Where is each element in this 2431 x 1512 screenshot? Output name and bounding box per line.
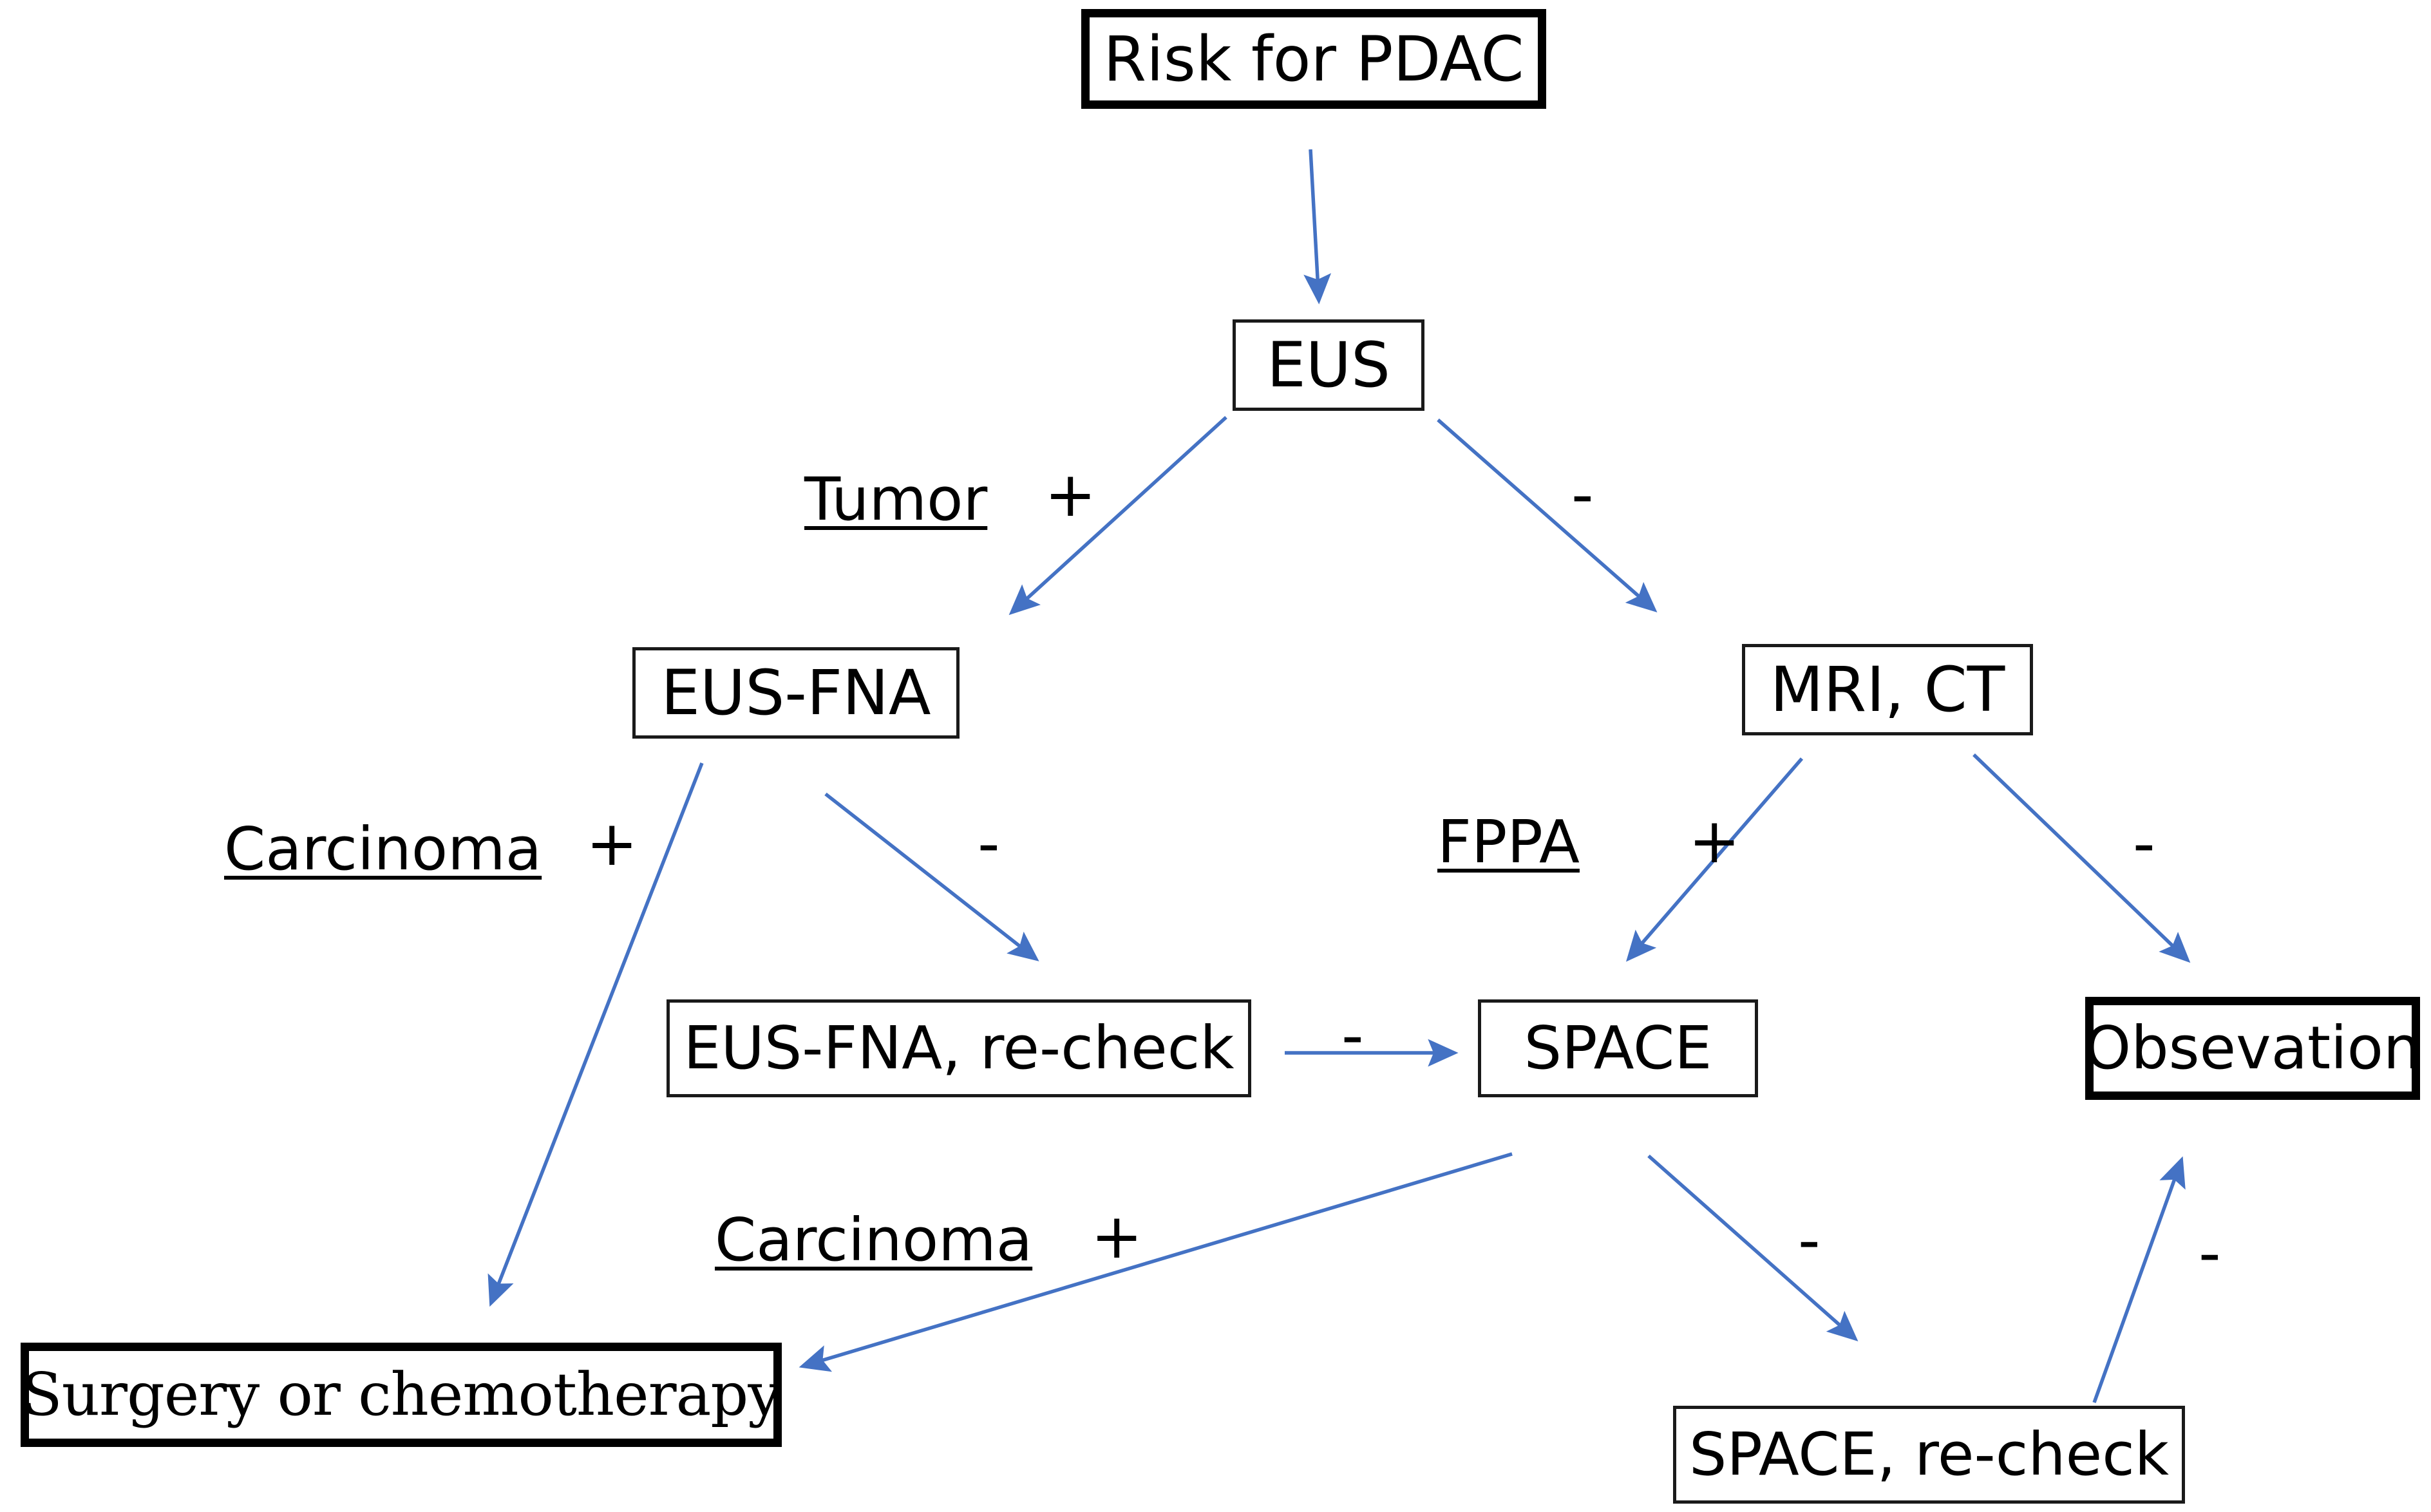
sign-minus-space: - <box>1798 1204 1821 1276</box>
sign-plus-carcinoma-upper: + <box>586 808 638 880</box>
sign-minus-eus-fna: - <box>978 808 1000 880</box>
edge-eus-mrict <box>1437 418 1658 613</box>
node-label: SPACE <box>1524 1014 1712 1082</box>
sign-plus-fppa: + <box>1688 805 1741 877</box>
node-surgery-or-chemotherapy[interactable]: Surgery or chemotherapy <box>21 1343 782 1447</box>
edge-mrict-obsevation <box>1972 753 2191 963</box>
node-space[interactable]: SPACE <box>1478 999 1758 1097</box>
sign-minus-eus-fna-re-check: - <box>1341 999 1364 1072</box>
edge-risk-eus <box>1303 149 1332 305</box>
node-label: EUS-FNA, re-check <box>683 1014 1234 1082</box>
node-label: Surgery or chemotherapy <box>21 1360 782 1429</box>
node-eus-fna[interactable]: EUS-FNA <box>632 647 960 739</box>
sign-plus-tumor: + <box>1045 458 1097 531</box>
node-label: MRI, CT <box>1770 654 2005 726</box>
edge-label-carcinoma-upper: Carcinoma <box>224 815 542 884</box>
sign-plus-carcinoma-lower: + <box>1091 1200 1143 1272</box>
edge-spacerecheck-obsevation <box>2092 1156 2186 1403</box>
node-space-re-check[interactable]: SPACE, re-check <box>1673 1406 2185 1504</box>
edge-eusfna-eusfnarecheck <box>824 792 1039 961</box>
sign-minus-eus-to-mri-ct: - <box>1571 458 1594 531</box>
node-obsevation[interactable]: Obsevation <box>2084 997 2421 1100</box>
node-eus-fna-re-check[interactable]: EUS-FNA, re-check <box>667 999 1251 1097</box>
edge-label-carcinoma-lower: Carcinoma <box>715 1205 1033 1274</box>
node-label: EUS <box>1267 329 1390 401</box>
sign-minus-space-re-check: - <box>2199 1217 2221 1289</box>
sign-minus-mri-ct: - <box>2133 808 2155 880</box>
edge-label-tumor: Tumor <box>804 465 988 534</box>
node-mri-ct[interactable]: MRI, CT <box>1742 644 2033 735</box>
node-label: Risk for PDAC <box>1103 23 1524 95</box>
node-label: SPACE, re-check <box>1688 1420 2170 1489</box>
node-label: Obsevation <box>2084 1014 2421 1082</box>
edge-label-fppa: FPPA <box>1437 808 1580 876</box>
edge-space-spacerecheck <box>1647 1154 1859 1342</box>
node-risk-for-pdac[interactable]: Risk for PDAC <box>1081 9 1546 109</box>
node-eus[interactable]: EUS <box>1233 319 1424 411</box>
node-label: EUS-FNA <box>661 657 931 729</box>
